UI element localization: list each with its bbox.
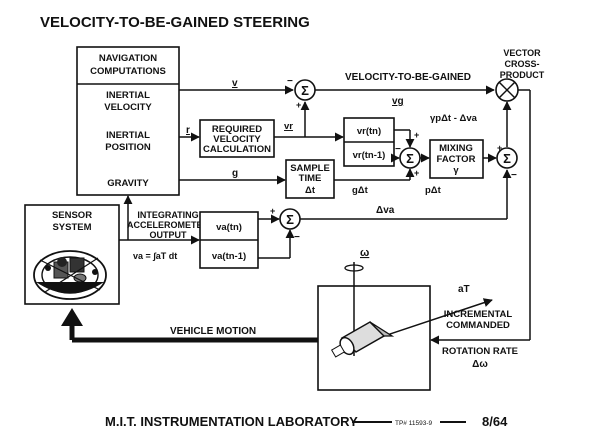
svg-text:+: + xyxy=(270,206,275,216)
inertial-platform-icon xyxy=(33,250,107,300)
summing-junction-3: Σ xyxy=(496,147,518,169)
accelerometer-label: ACCELEROMETER xyxy=(127,220,210,230)
incr-line2: COMMANDED xyxy=(446,320,510,331)
vtbg-label: VELOCITY-TO-BE-GAINED xyxy=(345,72,471,83)
vector-line3: PRODUCT xyxy=(500,70,545,80)
svg-text:Σ: Σ xyxy=(503,151,511,166)
g-label: g xyxy=(232,168,238,179)
sample-time-block: SAMPLE TIME Δt xyxy=(285,159,335,199)
sample-line2: TIME xyxy=(299,173,322,184)
svg-text:+: + xyxy=(414,130,419,140)
page-title: VELOCITY-TO-BE-GAINED STEERING xyxy=(40,14,310,31)
svg-text:−: − xyxy=(395,144,401,155)
at-label: aT xyxy=(458,284,470,295)
vr-label: vr xyxy=(284,121,293,132)
inertial-velocity-label-1: INERTIAL xyxy=(106,90,150,101)
omega-label: ω xyxy=(360,247,369,259)
inertial-velocity-label-2: VELOCITY xyxy=(104,102,152,113)
sample-line1: SAMPLE xyxy=(290,163,330,174)
footer-lab: M.I.T. INSTRUMENTATION LABORATORY xyxy=(105,414,358,429)
cross-product-node xyxy=(495,78,519,102)
svg-text:Σ: Σ xyxy=(406,151,414,166)
sensor-label-1: SENSOR xyxy=(52,210,92,221)
integrating-label: INTEGRATING xyxy=(137,210,198,220)
svg-text:−: − xyxy=(294,232,300,243)
svg-text:+: + xyxy=(296,100,301,110)
va-tn-1-label: va(tn-1) xyxy=(212,251,246,262)
svg-text:−: − xyxy=(511,170,517,181)
req-vel-line1: REQUIRED xyxy=(212,124,262,135)
vector-line2: CROSS- xyxy=(504,59,539,69)
va-sample-block: va(tn) va(tn-1) xyxy=(199,211,259,269)
rocket-engine-icon xyxy=(330,321,395,358)
vr-sample-block: vr(tn) vr(tn-1) xyxy=(343,117,395,167)
svg-text:+: + xyxy=(414,168,419,178)
dva-label: Δva xyxy=(376,205,395,216)
inertial-position-label-1: INERTIAL xyxy=(106,130,150,141)
vehicle-motion-arrow xyxy=(61,308,318,343)
sign-markers: − + + − + + − + − xyxy=(270,76,517,243)
mixing-line3: γ xyxy=(453,165,459,176)
summing-junction-1: Σ xyxy=(294,79,316,101)
va-tn-label: va(tn) xyxy=(216,222,242,233)
sensor-system-block: SENSOR SYSTEM xyxy=(24,204,120,305)
vehicle-gyro-block xyxy=(317,262,493,391)
vehicle-motion-label: VEHICLE MOTION xyxy=(170,326,256,337)
incr-line4: Δω xyxy=(472,359,488,370)
summing-junction-2: Σ xyxy=(399,147,421,169)
svg-text:Σ: Σ xyxy=(286,212,294,227)
mixing-factor-block: MIXING FACTOR γ xyxy=(429,139,484,179)
footer-ref: TP# 11593-9 xyxy=(395,420,432,427)
svg-text:+: + xyxy=(497,143,502,153)
mixing-line2: FACTOR xyxy=(437,154,476,165)
sample-line3: Δt xyxy=(305,185,316,196)
gamma-expr-label: γpΔt - Δva xyxy=(430,113,478,124)
req-vel-line2: VELOCITY xyxy=(213,134,261,145)
footer-page: 8/64 xyxy=(482,414,508,429)
incr-line1: INCREMENTAL xyxy=(444,309,513,320)
svg-text:Σ: Σ xyxy=(301,83,309,98)
mixing-line1: MIXING xyxy=(439,143,473,154)
svg-text:−: − xyxy=(287,76,293,87)
nav-header-line2: COMPUTATIONS xyxy=(90,66,166,77)
signal-lines xyxy=(119,85,531,345)
navigation-computations-block: NAVIGATION COMPUTATIONS INERTIAL VELOCIT… xyxy=(76,46,180,196)
r-label: r xyxy=(186,125,190,136)
inertial-position-label-2: POSITION xyxy=(105,142,151,153)
vr-tn-1-label: vr(tn-1) xyxy=(353,150,386,161)
nav-header-line1: NAVIGATION xyxy=(99,53,157,64)
sensor-label-2: SYSTEM xyxy=(52,222,91,233)
req-vel-line3: CALCULATION xyxy=(203,144,271,155)
incr-line3: ROTATION RATE xyxy=(442,346,518,357)
vg-label: vg xyxy=(392,96,404,107)
summing-junction-4: Σ xyxy=(279,208,301,230)
g-dt-label: gΔt xyxy=(352,185,369,196)
vr-tn-label: vr(tn) xyxy=(357,126,381,137)
output-label: OUTPUT xyxy=(150,230,188,240)
p-dt-label: pΔt xyxy=(425,185,442,196)
gravity-label: GRAVITY xyxy=(107,178,149,189)
required-velocity-block: REQUIRED VELOCITY CALCULATION xyxy=(199,119,275,158)
va-equation: va = ∫aT dt xyxy=(133,251,177,261)
v-label: v xyxy=(232,78,238,89)
vector-line1: VECTOR xyxy=(503,48,541,58)
